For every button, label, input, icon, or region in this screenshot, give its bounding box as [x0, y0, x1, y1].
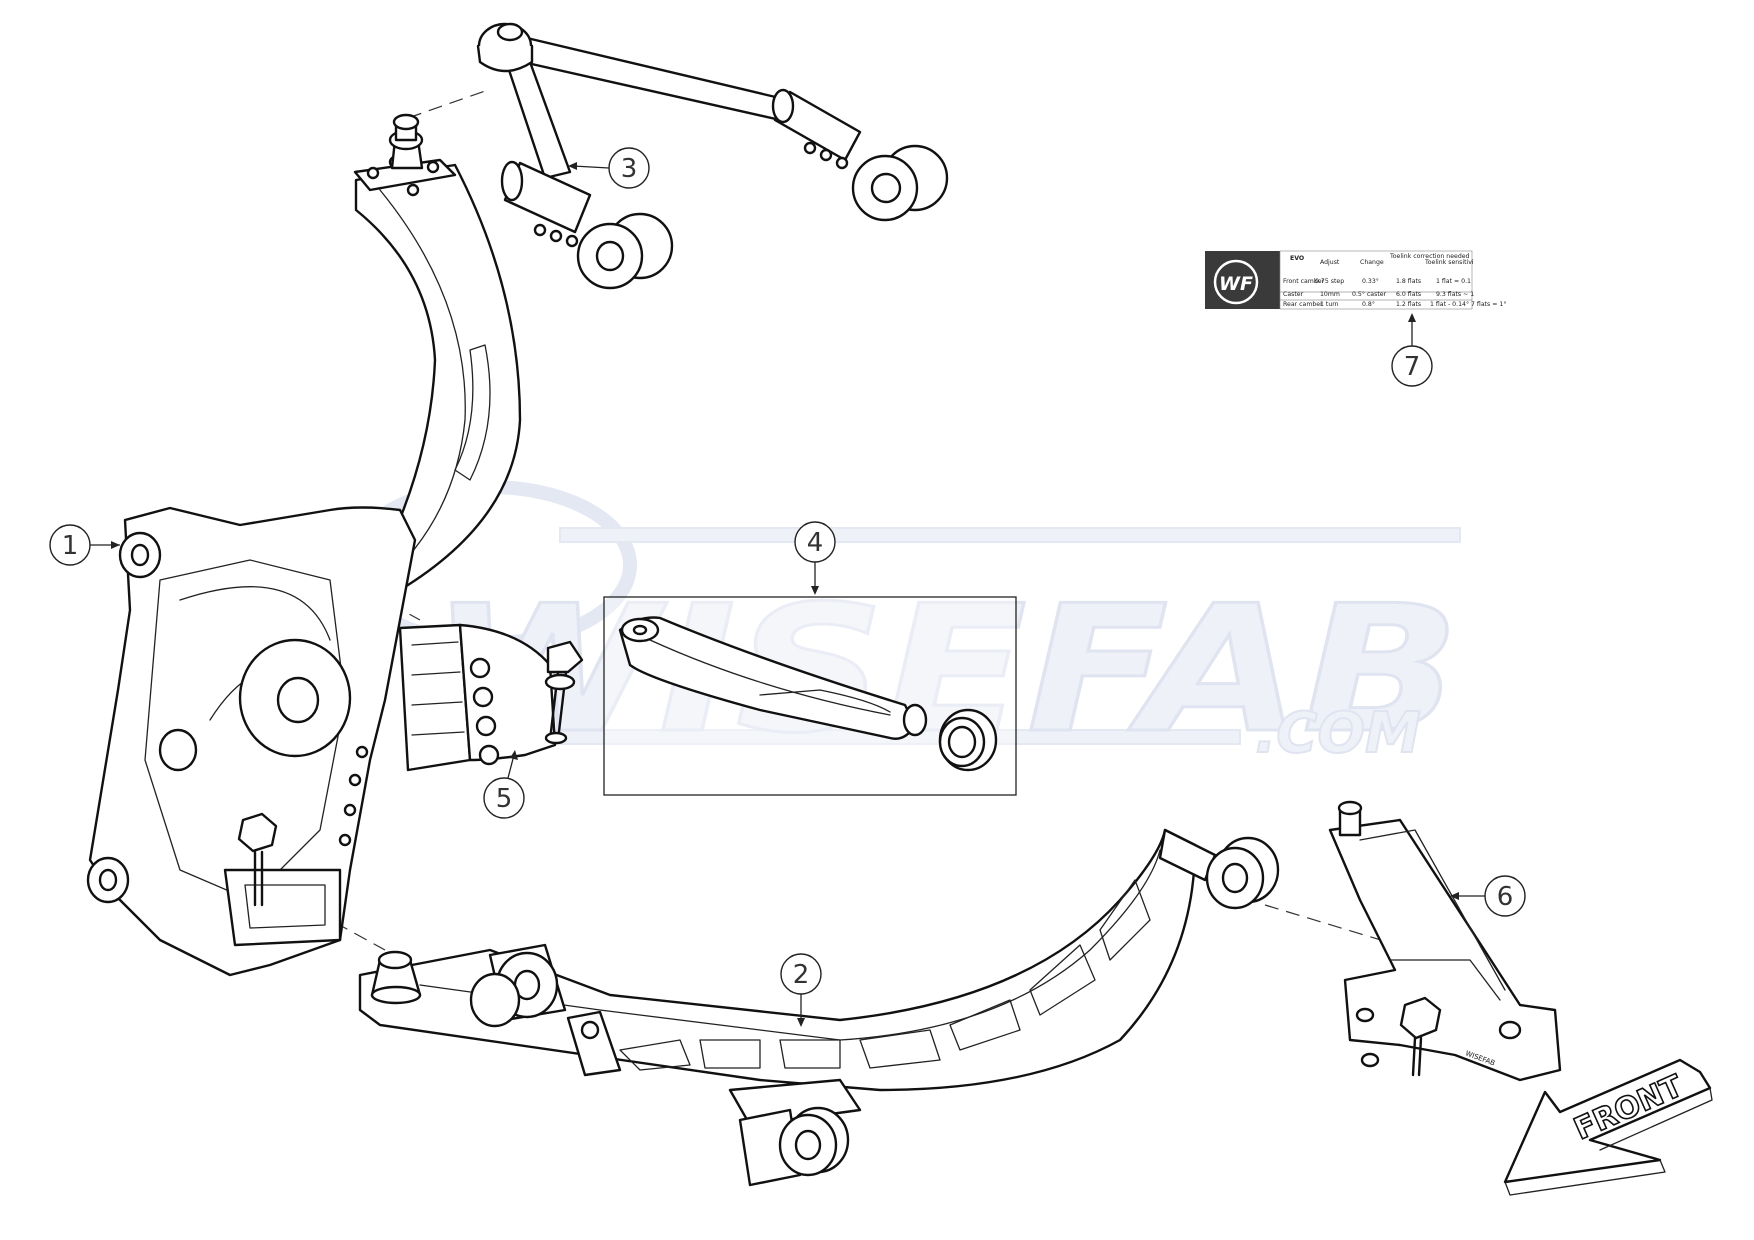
steering-knuckle [86, 113, 522, 977]
sticker-header-adjust: Adjust [1320, 259, 1340, 266]
sticker-logo-ring [1213, 259, 1259, 305]
sticker-header-sensitivity: Toelink sensitivi [1424, 259, 1474, 266]
sticker-row-adjust: 10mm [1320, 291, 1340, 298]
callout-label-7: 7 [1404, 352, 1421, 382]
watermark-brand: WISEFAB [430, 569, 1460, 772]
callout-label-5: 5 [496, 784, 513, 814]
watermark-stripe-top [559, 527, 1461, 543]
sticker-row-name: Caster [1283, 291, 1304, 298]
rear-bracket: WISEFAB [1328, 800, 1562, 1082]
upper-control-arm [476, 22, 949, 290]
sticker-row-correction: 6.0 flats [1396, 291, 1421, 298]
sticker-row-adjust: 1 turn [1320, 301, 1339, 308]
detail-box-part-4 [603, 596, 1017, 796]
sticker-logo-text: WF [1219, 273, 1253, 295]
sticker-row-change: 0.5° caster [1352, 290, 1387, 298]
bracket-assembly [398, 623, 584, 772]
sticker-row-change: 0.33° [1362, 277, 1379, 285]
sticker-row-change: 0.8° [1362, 300, 1375, 308]
sticker-row-sensitivity: 1 flat - 0.14° 7 flats = 1° [1430, 300, 1506, 308]
callout-circle-1 [49, 524, 91, 566]
callout-circle-5 [483, 777, 525, 819]
watermark: WISEFAB .COM [343, 480, 1462, 774]
callouts: 1 2 3 4 5 6 7 [49, 147, 1526, 1027]
sticker-table-frame [1279, 250, 1473, 310]
callout-label-3: 3 [621, 154, 638, 184]
adjustment-sticker: WF EVO Adjust Change Toelink correction … [1205, 250, 1506, 310]
sticker-row-sensitivity: 1 flat = 0.1 [1436, 278, 1471, 285]
callout-circle-7 [1391, 345, 1433, 387]
callout-label-6: 6 [1497, 882, 1514, 912]
sticker-table-title: EVO [1290, 255, 1304, 262]
callout-circle-6 [1484, 875, 1526, 917]
sticker-header-correction: Toelink correction needed [1389, 253, 1470, 260]
sticker-row-correction: 1.8 flats [1396, 278, 1421, 285]
sticker-logo-bg [1205, 251, 1280, 309]
front-label: FRONT [1569, 1068, 1688, 1147]
front-direction-arrow: FRONT [1503, 1058, 1713, 1196]
sticker-row-adjust: 0.75 step [1315, 278, 1344, 285]
callout-circle-2 [780, 953, 822, 995]
callout-label-4: 4 [807, 528, 824, 558]
callout-circle-3 [608, 147, 650, 189]
sticker-row-name: Rear camber [1283, 301, 1323, 308]
sticker-row-name: Front camber [1283, 278, 1325, 285]
lower-control-arm [358, 828, 1280, 1187]
callout-label-2: 2 [793, 960, 810, 990]
sticker-header-change: Change [1360, 259, 1384, 266]
watermark-domain: .COM [1255, 701, 1421, 766]
callout-label-1: 1 [62, 531, 79, 561]
sticker-row-correction: 1.2 flats [1396, 301, 1421, 308]
callout-circle-4 [794, 521, 836, 563]
sticker-row-sensitivity: 9.3 flats ~ 1 [1436, 291, 1474, 298]
